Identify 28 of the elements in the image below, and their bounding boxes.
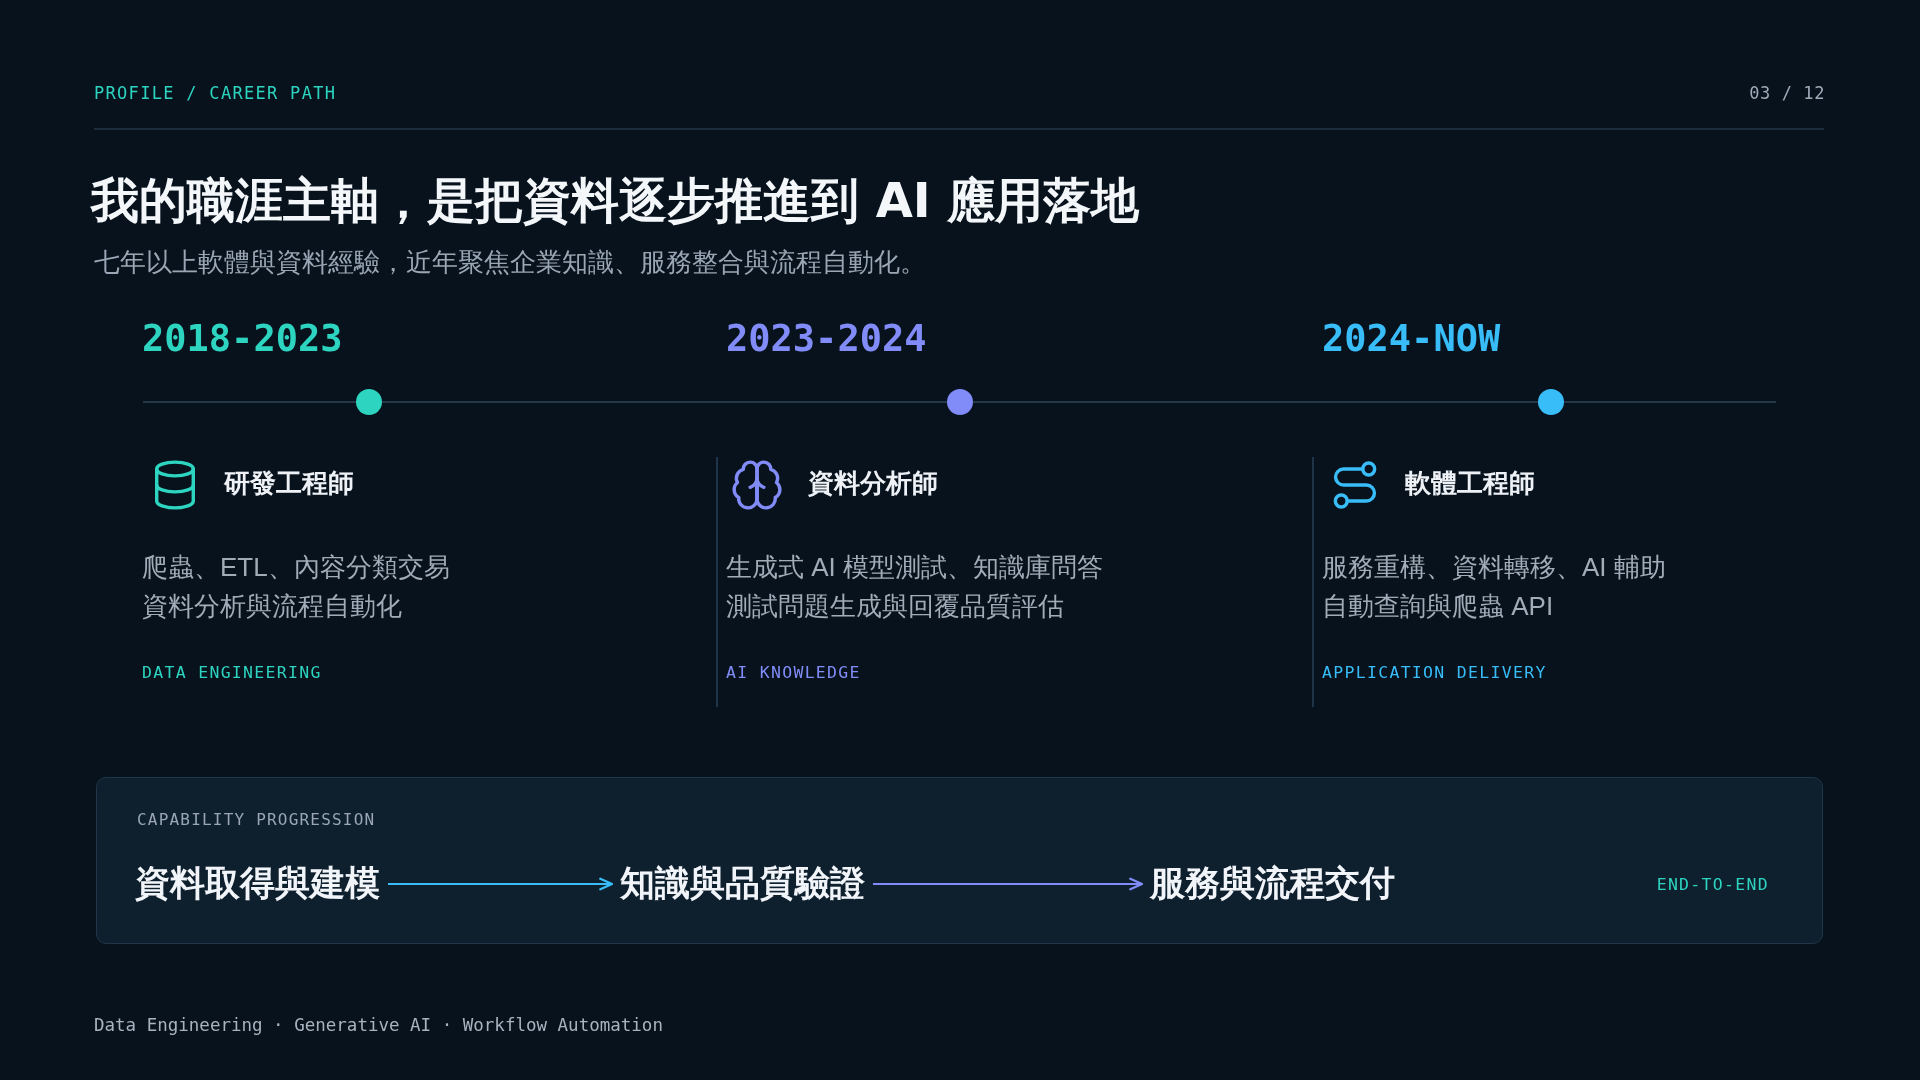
description-line: 測試問題生成與回覆品質評估 (726, 589, 1064, 623)
description-line: 資料分析與流程自動化 (142, 589, 402, 623)
panel-heading: CAPABILITY PROGRESSION (137, 810, 376, 830)
role-title: 軟體工程師 (1405, 466, 1535, 500)
role-title: 研發工程師 (224, 466, 354, 500)
panel-tag: END-TO-END (1656, 874, 1769, 896)
page-number: 03 / 12 (1749, 83, 1825, 105)
arrow (872, 877, 1144, 891)
period-year: 2023-2024 (726, 315, 927, 362)
period-year: 2024-NOW (1322, 315, 1501, 362)
category-tag: DATA ENGINEERING (142, 662, 322, 684)
footer-text: Data Engineering · Generative AI · Workflow Automation (94, 1015, 663, 1037)
description-line: 爬蟲、ETL、內容分類交易 (142, 550, 450, 584)
period-year: 2018-2023 (142, 315, 343, 362)
step-label: 服務與流程交付 (1150, 862, 1395, 906)
category-tag: APPLICATION DELIVERY (1322, 662, 1547, 684)
role-title: 資料分析師 (808, 466, 938, 500)
step-label: 知識與品質驗證 (620, 862, 865, 906)
section-label: PROFILE / CAREER PATH (94, 83, 337, 105)
description-line: 自動查詢與爬蟲 API (1322, 589, 1554, 623)
description-line: 生成式 AI 模型測試、知識庫問答 (726, 550, 1103, 584)
step-label: 資料取得與建模 (135, 862, 380, 906)
description-line: 服務重構、資料轉移、AI 輔助 (1322, 550, 1666, 584)
slide-title: 我的職涯主軸，是把資料逐步推進到 AI 應用落地 (91, 171, 1140, 230)
progression-panel (96, 777, 1823, 944)
subtitle: 七年以上軟體與資料經驗，近年聚焦企業知識、服務整合與流程自動化。 (94, 245, 926, 279)
category-tag: AI KNOWLEDGE (726, 662, 861, 684)
arrow (387, 877, 614, 891)
